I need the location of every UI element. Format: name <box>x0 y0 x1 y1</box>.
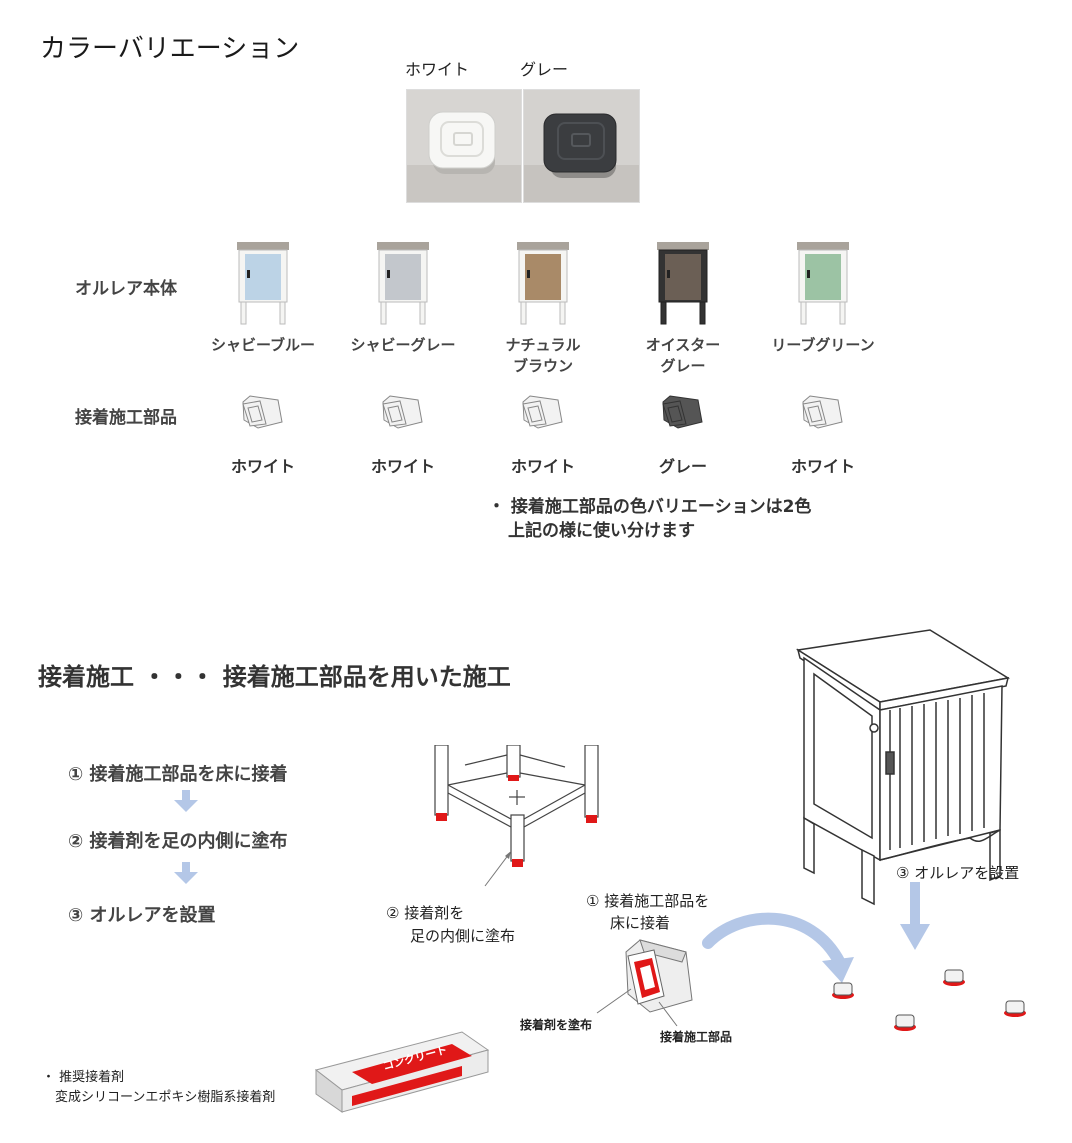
cabinet-illustration <box>790 628 1020 912</box>
step-1: ① 接着施工部品を床に接着 <box>68 764 288 785</box>
callout-install: ③ オルレアを設置 <box>896 864 1020 882</box>
color-note-line1: ・ 接着施工部品の色バリエーションは2色 <box>488 497 812 517</box>
step-arrow-down-icon <box>172 862 200 890</box>
step-2: ② 接着剤を足の内側に塗布 <box>68 831 288 852</box>
label-part: 接着施工部品 <box>660 1030 733 1044</box>
glue-pointer-line <box>483 848 513 892</box>
body-color-name: リーブグリーン <box>771 336 875 354</box>
body-swatch-cabinet <box>373 240 433 330</box>
recommend-label: ・ 推奨接着剤 <box>42 1070 125 1085</box>
leg-detail-illustration <box>425 744 615 874</box>
body-swatch-cabinet <box>513 240 573 330</box>
color-note-line2: 上記の様に使い分けます <box>508 521 695 541</box>
floor-part-icon <box>892 1010 918 1036</box>
body-color-name-line2: ブラウン <box>512 357 573 375</box>
part-swatch-icon <box>238 392 288 436</box>
floor-part-icon <box>1002 996 1028 1022</box>
step-arrow-down-icon <box>172 790 200 818</box>
body-swatch-cabinet <box>653 240 713 330</box>
part-color-name: ホワイト <box>790 457 855 476</box>
body-swatch-cabinet <box>793 240 853 330</box>
gray-part-photo <box>523 89 640 203</box>
part-color-name: グレー <box>658 457 707 476</box>
floor-part-icon <box>830 978 856 1004</box>
part-swatch-icon <box>378 392 428 436</box>
part-label-pointer <box>657 1000 687 1034</box>
callout-part-line1: ① 接着施工部品を <box>586 892 710 910</box>
part-color-name: ホワイト <box>510 457 575 476</box>
floor-part-icon <box>941 965 967 991</box>
part-color-name: ホワイト <box>370 457 435 476</box>
part-closeup-illustration <box>620 932 700 1026</box>
row-label-parts: 接着施工部品 <box>75 408 177 428</box>
recommend-value: 変成シリコーンエポキシ樹脂系接着剤 <box>55 1090 276 1105</box>
body-color-name-line2: グレー <box>660 357 706 375</box>
part-color-name: ホワイト <box>230 457 295 476</box>
part-swatch-icon <box>518 392 568 436</box>
part-swatch-icon <box>798 392 848 436</box>
label-glue: 接着剤を塗布 <box>520 1018 593 1032</box>
curved-arrow-icon <box>700 905 860 989</box>
callout-part-line2: 床に接着 <box>610 914 671 932</box>
page-title: カラーバリエーション <box>40 34 300 64</box>
body-color-name: オイスター <box>645 336 721 354</box>
row-label-body: オルレア本体 <box>75 279 177 299</box>
swatch-label-white: ホワイト <box>405 60 470 79</box>
part-swatch-icon <box>658 392 708 436</box>
white-part-photo <box>406 89 522 203</box>
section-title-install: 接着施工 ・・・ 接着施工部品を用いた施工 <box>38 663 511 691</box>
glue-label-pointer <box>595 985 635 1019</box>
callout-glue-line1: ② 接着剤を <box>386 904 465 922</box>
body-swatch-cabinet <box>233 240 293 330</box>
body-color-name: シャビーブルー <box>210 336 316 354</box>
step-3: ③ オルレアを設置 <box>68 905 216 926</box>
install-arrow-down-icon <box>898 882 932 956</box>
body-color-name: シャビーグレー <box>350 336 456 354</box>
swatch-label-gray: グレー <box>520 60 569 79</box>
body-color-name: ナチュラル <box>505 336 581 354</box>
callout-glue-line2: 足の内側に塗布 <box>410 927 516 945</box>
adhesive-product-image: コンクリート <box>312 1030 492 1119</box>
